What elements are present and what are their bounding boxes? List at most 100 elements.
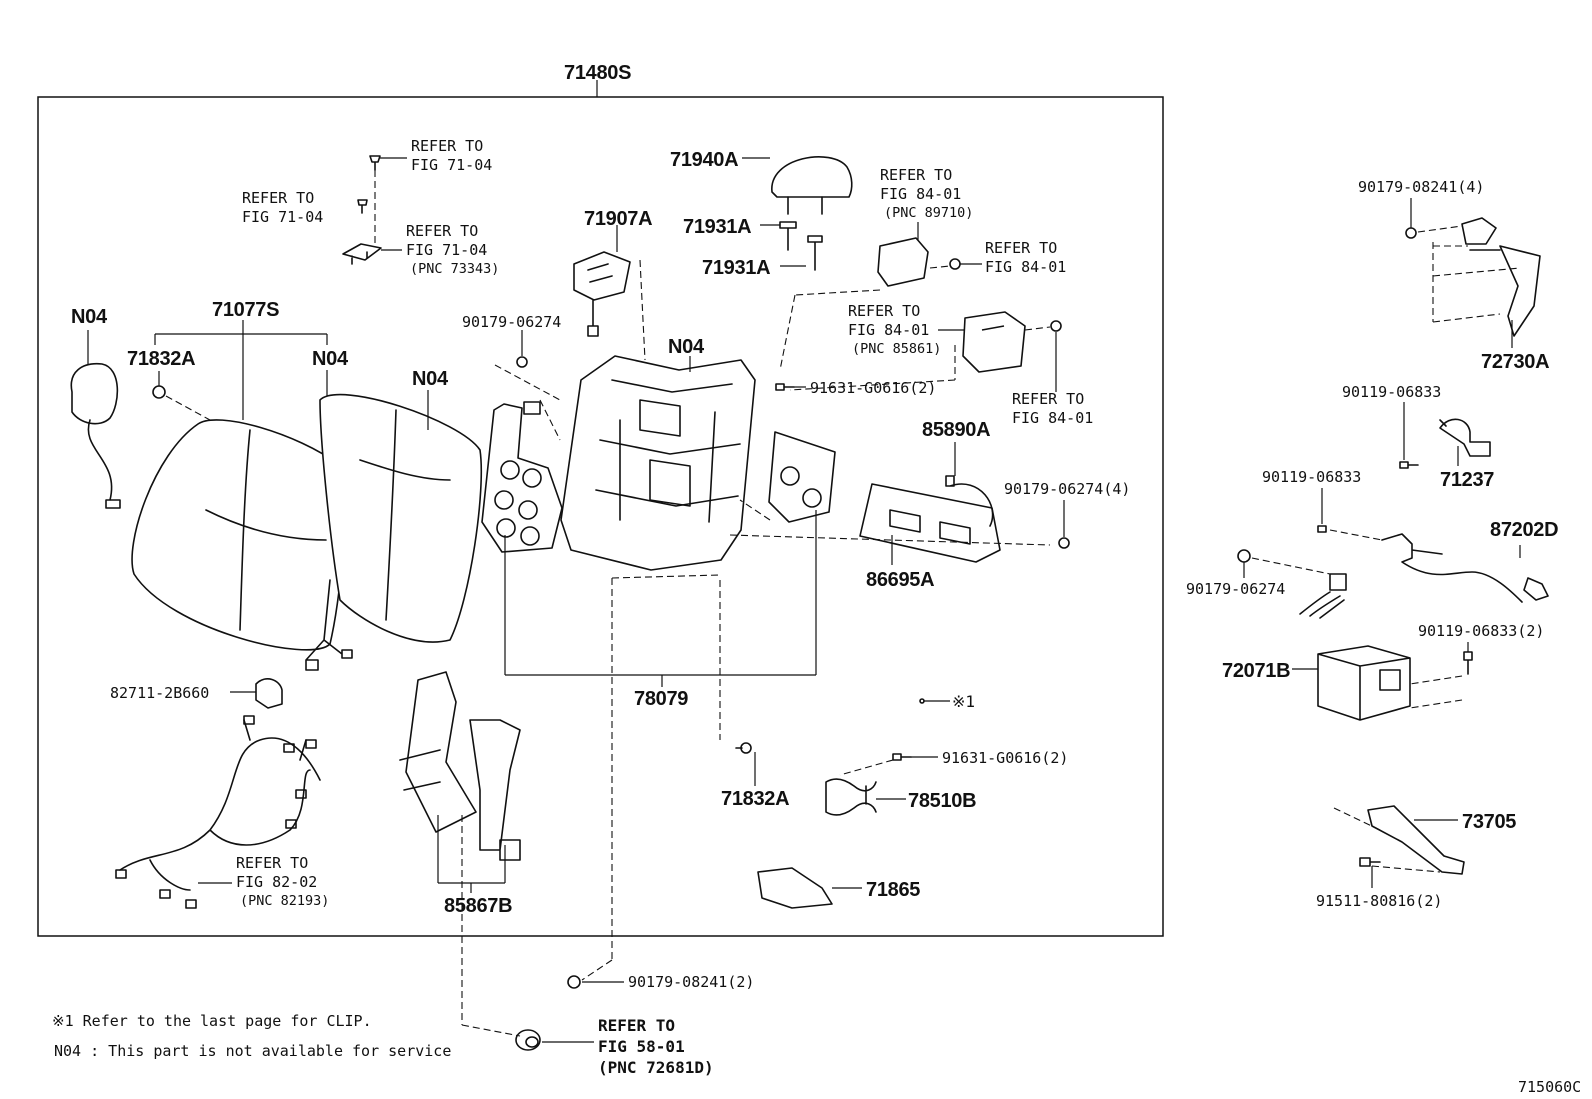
label-82711-2B660[interactable]: 82711-2B660 [110,684,209,702]
refer-line2[interactable]: FIG 84-01 [880,185,961,203]
nut-icon [567,975,581,989]
label-71237[interactable]: 71237 [1440,469,1495,491]
label-90119-06833[interactable]: 90119-06833 [1262,468,1361,486]
label-72730A[interactable]: 72730A [1481,351,1550,373]
bolt-icon [1463,651,1473,675]
label-91631-G0616[interactable]: 91631-G0616(2) [810,379,936,397]
label-78079[interactable]: 78079 [634,688,689,710]
label-71832A[interactable]: 71832A [127,348,196,370]
refer-pnc: (PNC 73343) [410,261,499,277]
cable-icon [1381,533,1549,603]
motor-icon [70,363,121,509]
label-90179-08241-4[interactable]: 90179-08241(4) [1358,178,1484,196]
label-90119-06833[interactable]: 90119-06833 [1342,383,1441,401]
label-85867B[interactable]: 85867B [444,895,513,917]
refer-line1: REFER TO [242,189,314,207]
label-71931A[interactable]: 71931A [702,257,771,279]
switch-module-icon [945,475,994,527]
seatback-frame-icon [560,355,756,571]
lock-actuator-icon [573,251,631,337]
label-73705[interactable]: 73705 [1462,811,1517,833]
label-90119-06833-2[interactable]: 90119-06833(2) [1418,622,1544,640]
refer-line2[interactable]: FIG 71-04 [406,241,487,259]
duct-icon [399,671,521,861]
bolt-icon [1399,461,1419,469]
label-91511-80816[interactable]: 91511-80816(2) [1316,892,1442,910]
nut-icon [1405,227,1417,239]
seatback-cover-icon [131,419,346,651]
control-unit-icon [1317,645,1411,721]
refer-line1: REFER TO [880,166,952,184]
label-71940A[interactable]: 71940A [670,149,739,171]
nut-icon [516,356,528,368]
label-N04[interactable]: N04 [412,368,449,390]
clip-note-marker: ※1 [952,692,975,711]
bracket-icon [1439,418,1491,457]
bolt-icon [1317,525,1327,533]
label-90179-08241-2[interactable]: 90179-08241(2) [628,973,754,991]
bolt-icon [892,753,912,761]
lumbar-pad-icon [768,431,836,523]
label-85890A[interactable]: 85890A [922,419,991,441]
refer-pnc: (PNC 89710) [884,205,973,221]
label-71832A[interactable]: 71832A [721,788,790,810]
footnote-clip: ※1 Refer to the last page for CLIP. [52,1012,372,1030]
label-N04[interactable]: N04 [71,306,108,328]
ecu-module-icon [962,311,1026,373]
label-90179-06274[interactable]: 90179-06274 [1186,580,1285,598]
diagram-id: 715060C [1518,1078,1581,1096]
clip-icon [735,742,752,754]
label-86695A[interactable]: 86695A [866,569,935,591]
label-87202D[interactable]: 87202D [1490,519,1559,541]
headrest-support-icon [779,221,823,271]
refer-line1: REFER TO [236,854,308,872]
link-rod-icon [825,778,877,816]
headrest-icon[interactable] [771,156,853,215]
nut-icon [1050,320,1062,332]
refer-line1: REFER TO [598,1016,675,1035]
ecu-box-icon [877,237,929,287]
wire-harness-icon [115,715,321,909]
recliner-icon [1461,217,1541,337]
screw-icon [357,199,368,214]
bolt-icon [775,383,795,391]
label-71865[interactable]: 71865 [866,879,921,901]
label-72071B[interactable]: 72071B [1222,660,1291,682]
refer-line2[interactable]: FIG 71-04 [411,156,492,174]
bracket-icon [342,243,382,265]
harness-connector-icon [305,579,353,671]
nut-icon [949,258,961,270]
refer-line1: REFER TO [985,239,1057,257]
seatback-pad-icon [319,393,483,643]
label-71907A[interactable]: 71907A [584,208,653,230]
assembly-frame [37,96,1164,937]
refer-line2[interactable]: FIG 84-01 [848,321,929,339]
refer-line2[interactable]: FIG 58-01 [598,1037,685,1056]
label-90179-06274[interactable]: 90179-06274 [462,313,561,331]
label-71931A[interactable]: 71931A [683,216,752,238]
refer-line2[interactable]: FIG 84-01 [1012,409,1093,427]
main-assembly-label[interactable]: 71480S [564,62,631,84]
refer-line2[interactable]: FIG 84-01 [985,258,1066,276]
label-71077S[interactable]: 71077S [212,299,279,321]
refer-pnc: (PNC 85861) [852,341,941,357]
switch-base-icon [859,483,1001,563]
refer-line2[interactable]: FIG 82-02 [236,873,317,891]
label-N04[interactable]: N04 [668,336,705,358]
refer-pnc: (PNC 72681D) [598,1058,714,1077]
lumbar-pump-icon [481,401,563,553]
label-90179-06274-4[interactable]: 90179-06274(4) [1004,480,1130,498]
label-91631-G0616[interactable]: 91631-G0616(2) [942,749,1068,767]
refer-pnc: (PNC 82193) [240,893,329,909]
label-78510B[interactable]: 78510B [908,790,977,812]
refer-line1: REFER TO [406,222,478,240]
refer-line1: REFER TO [411,137,483,155]
label-N04[interactable]: N04 [312,348,349,370]
clamp-icon [255,678,283,709]
trim-cover-icon [757,867,833,909]
grommet-icon [515,1029,541,1051]
screw-icon [369,155,381,171]
refer-line2[interactable]: FIG 71-04 [242,208,323,226]
nut-icon [1058,537,1070,549]
